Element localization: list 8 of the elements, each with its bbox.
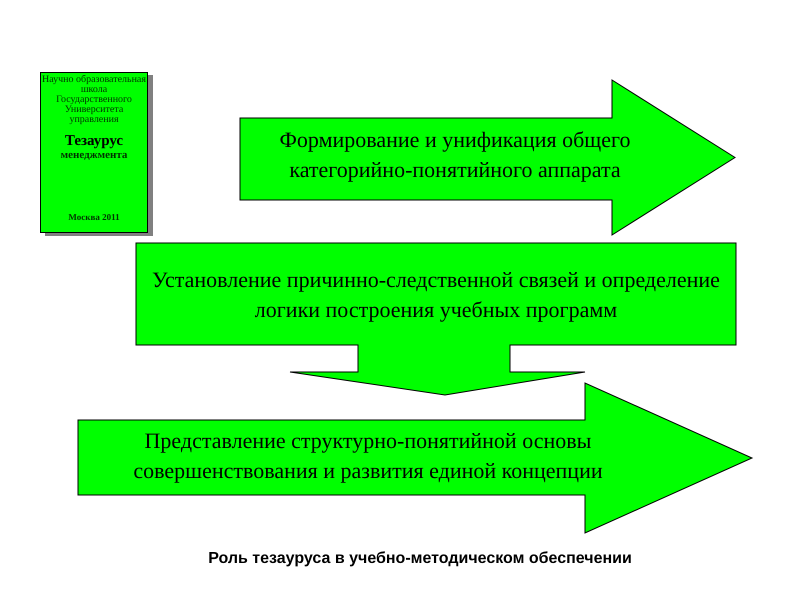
arrow-text: Формирование и унификация общего категорийно-понятийного аппарата	[278, 126, 632, 184]
book-title: Тезаурус	[64, 133, 124, 149]
book-subtitle: менеджмента	[60, 149, 128, 162]
place-year-text: Москва 2011	[68, 212, 120, 222]
arrow-text: Установление причинно-следственной связей и определение логики построения учебных программ	[151, 266, 721, 324]
caption: Роль тезауруса в учебно-методическом обеспечении	[207, 550, 633, 568]
publisher-text: Научно образовательная школа Государственного Университета управления	[42, 75, 146, 125]
arrow-text: Представление структурно-понятийной основы совершенствования и развития единой концепции	[132, 427, 604, 485]
